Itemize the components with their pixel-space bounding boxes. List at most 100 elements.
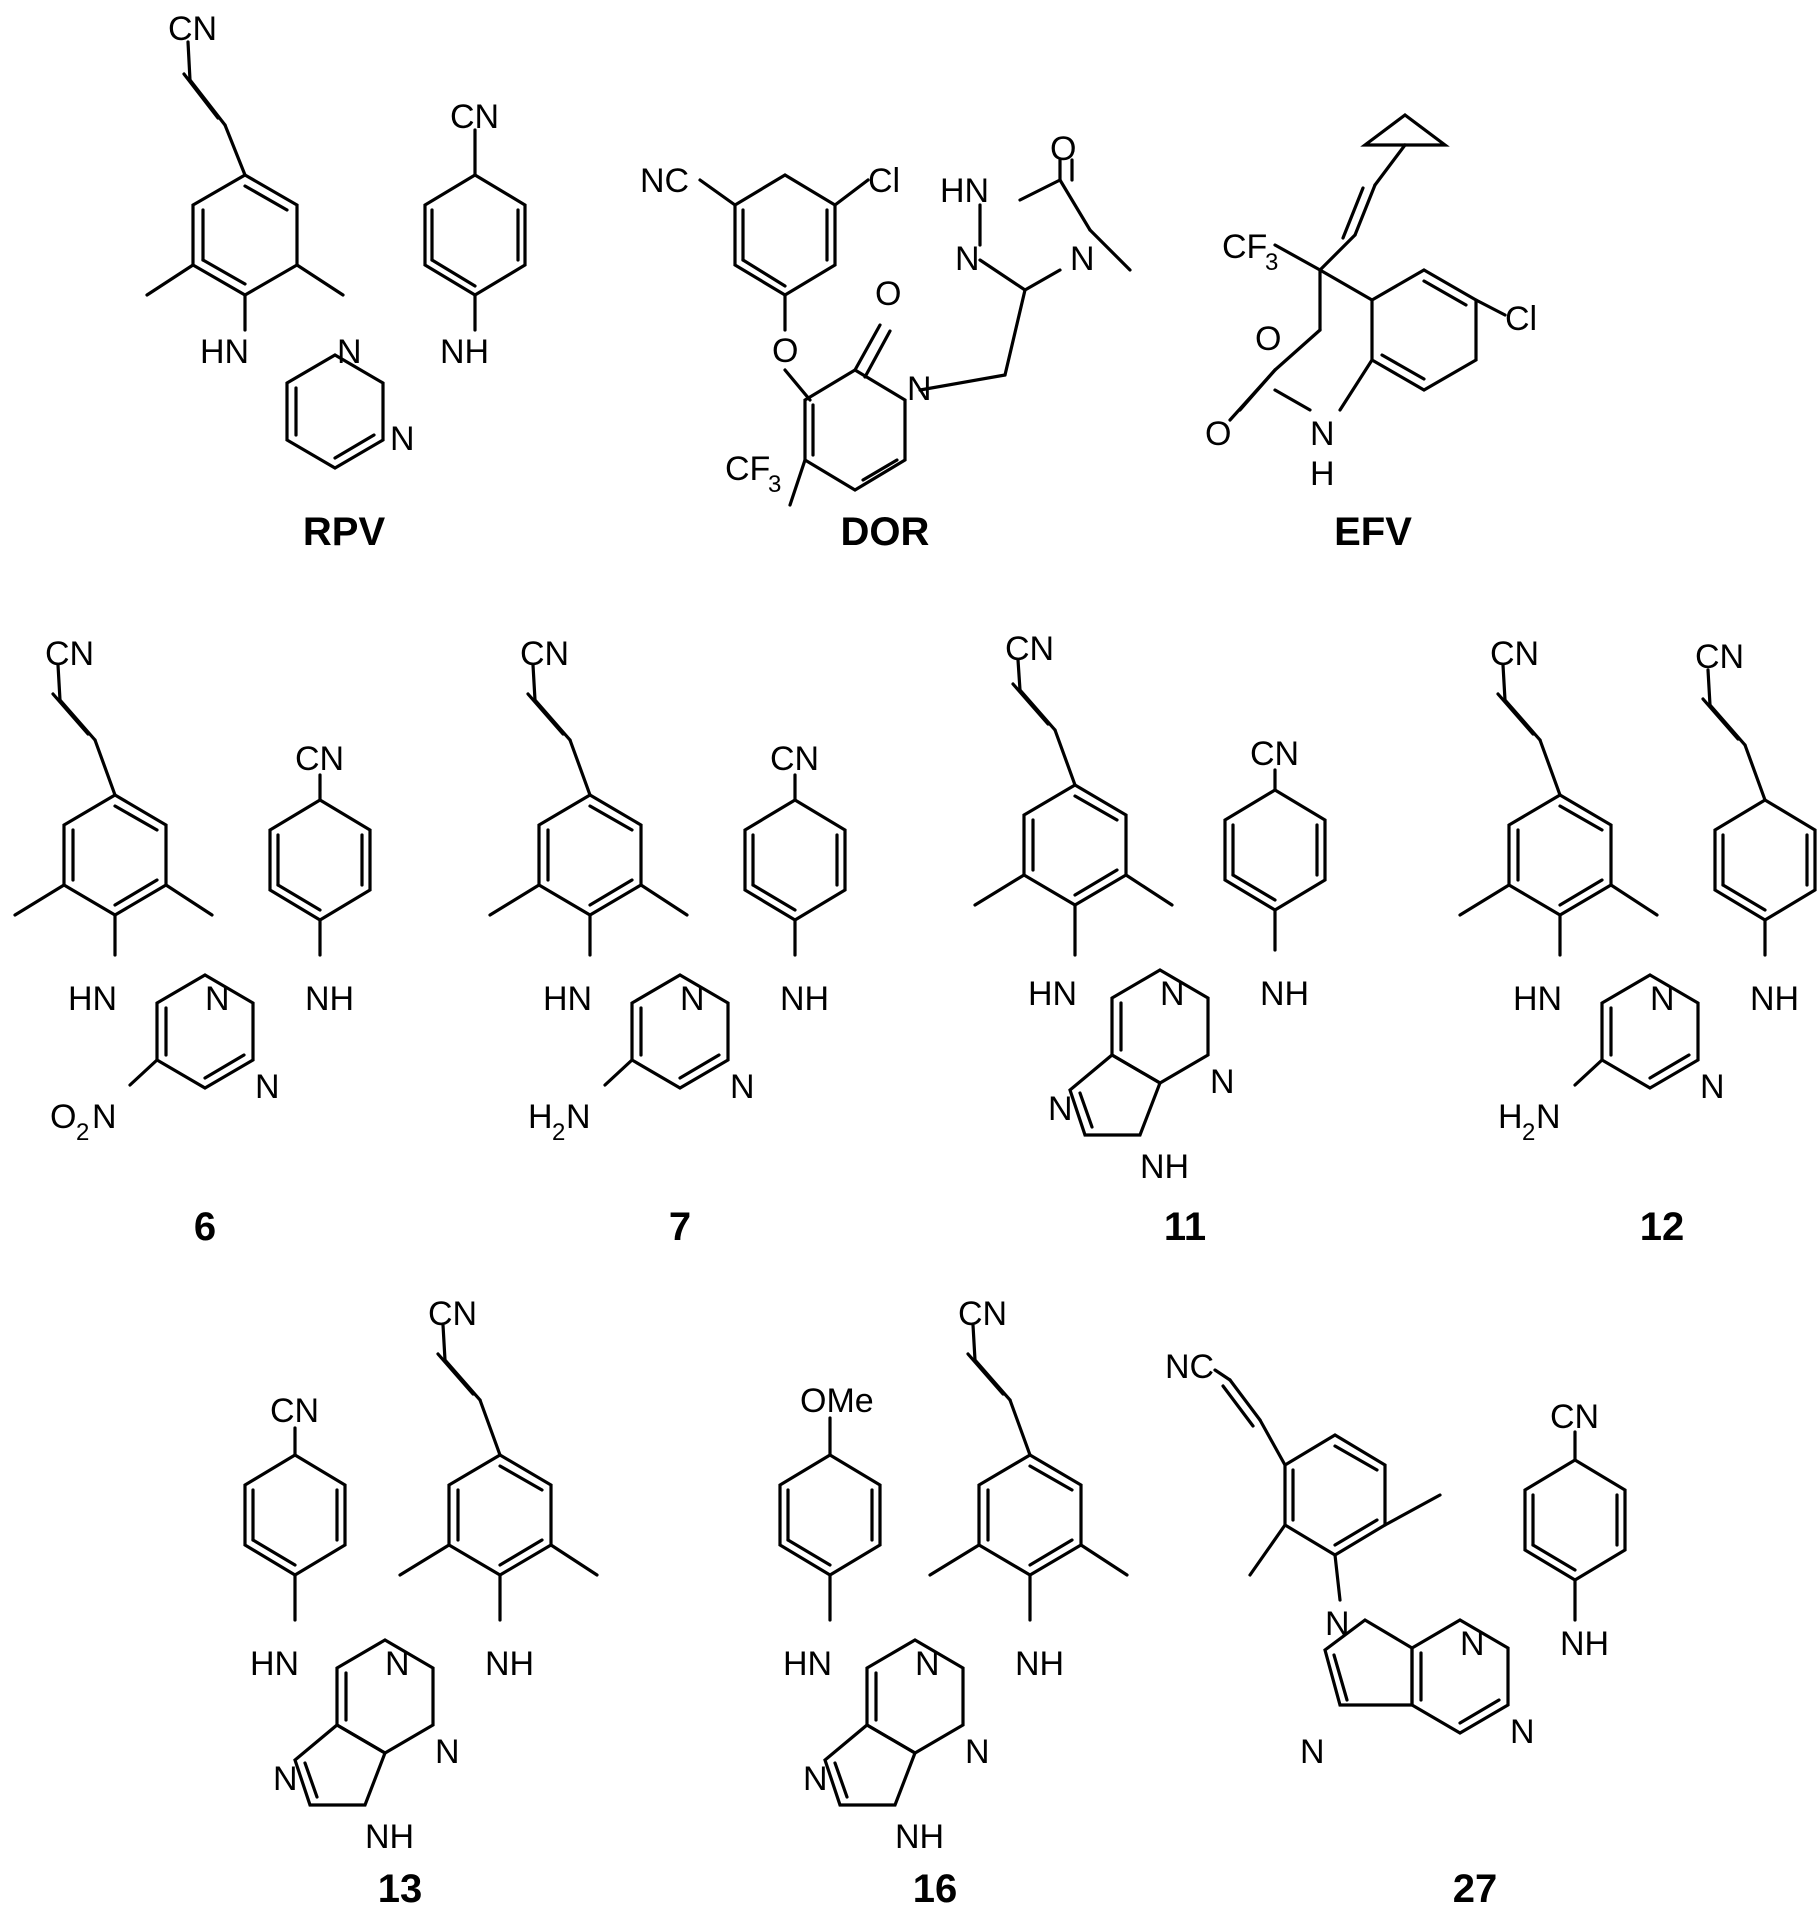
c13-atom-n1: N bbox=[385, 1645, 410, 1683]
c6-atom-cn-top: CN bbox=[45, 635, 94, 673]
c6-atom-nh: NH bbox=[305, 980, 354, 1018]
c27-atom-nh: NH bbox=[1560, 1625, 1609, 1663]
efv-bonds bbox=[1228, 113, 1507, 422]
c27-atom-n2: N bbox=[1510, 1713, 1535, 1751]
c12-atom-cn-left: CN bbox=[1490, 635, 1539, 673]
c16-atom-ome: OMe bbox=[800, 1382, 874, 1420]
c16-atom-nh-imidazole: NH bbox=[895, 1818, 944, 1856]
structure-dor: NC Cl HN O N N O O N CF 3 DOR bbox=[640, 130, 1132, 554]
dor-bonds bbox=[698, 158, 1132, 507]
c6-atom-n-nitro: N bbox=[92, 1098, 117, 1136]
c12-label: 12 bbox=[1640, 1205, 1685, 1249]
c7-atom-h-subscript: 2 bbox=[552, 1119, 565, 1146]
c11-atom-n2: N bbox=[1210, 1063, 1235, 1101]
efv-atom-cl: Cl bbox=[1505, 300, 1537, 338]
c11-bonds bbox=[973, 658, 1327, 1137]
c6-atom-n1: N bbox=[205, 980, 230, 1018]
c27-bonds bbox=[1213, 1368, 1627, 1735]
c16-bonds bbox=[778, 1323, 1129, 1807]
dor-atom-o-carbonyl-top: O bbox=[1050, 130, 1076, 168]
structure-13: CN CN HN N NH N N NH 13 bbox=[243, 1295, 599, 1907]
c13-label: 13 bbox=[378, 1867, 423, 1907]
c13-atom-hn: HN bbox=[250, 1645, 299, 1683]
dor-atom-hn: HN bbox=[940, 172, 989, 210]
dor-atom-n-pyridone: N bbox=[907, 370, 932, 408]
c7-atom-cn-right: CN bbox=[770, 740, 819, 778]
c12-atom-nh: NH bbox=[1750, 980, 1799, 1018]
c11-atom-cn-right: CN bbox=[1250, 735, 1299, 773]
efv-label: EFV bbox=[1334, 510, 1412, 554]
structure-rpv: CN CN HN N NH N RPV bbox=[145, 10, 527, 554]
c12-atom-hn: HN bbox=[1513, 980, 1562, 1018]
dor-label: DOR bbox=[841, 510, 930, 554]
dor-atom-n-triazole-methyl: N bbox=[1070, 240, 1095, 278]
rpv-label: RPV bbox=[303, 510, 386, 554]
c7-label: 7 bbox=[669, 1205, 691, 1249]
c7-atom-n-amine: N bbox=[566, 1098, 591, 1136]
c27-atom-n-imidazole: N bbox=[1300, 1733, 1325, 1771]
dor-atom-o-ether: O bbox=[772, 332, 798, 370]
rpv-atom-cn-right: CN bbox=[450, 98, 499, 136]
dor-atom-n-triazole-left: N bbox=[955, 240, 980, 278]
c13-atom-n-imidazole: N bbox=[273, 1760, 298, 1798]
c11-atom-n-imidazole: N bbox=[1048, 1090, 1073, 1128]
c6-atom-o: O bbox=[50, 1098, 76, 1136]
c11-label: 11 bbox=[1164, 1205, 1206, 1249]
c12-bonds bbox=[1458, 663, 1817, 1090]
c6-atom-hn: HN bbox=[68, 980, 117, 1018]
c13-atom-cn-left: CN bbox=[270, 1392, 319, 1430]
rpv-atom-hn: HN bbox=[200, 333, 249, 371]
efv-atom-cf-subscript: 3 bbox=[1265, 249, 1278, 276]
c13-atom-nh-imidazole: NH bbox=[365, 1818, 414, 1856]
dor-atom-cl: Cl bbox=[868, 162, 900, 200]
c27-atom-cn-right: CN bbox=[1550, 1398, 1599, 1436]
dor-atom-nc: NC bbox=[640, 162, 689, 200]
rpv-atom-n2: N bbox=[390, 420, 415, 458]
c27-atom-n9: N bbox=[1325, 1605, 1350, 1643]
structure-efv: CF 3 Cl O O N H EFV bbox=[1205, 113, 1537, 554]
c13-bonds bbox=[243, 1323, 599, 1807]
c12-atom-n-amine: N bbox=[1536, 1098, 1561, 1136]
c12-atom-cn-right: CN bbox=[1695, 638, 1744, 676]
structure-16: OMe CN HN N NH N N NH 16 bbox=[778, 1295, 1129, 1907]
efv-atom-o-ring: O bbox=[1255, 320, 1281, 358]
efv-atom-cf: CF bbox=[1222, 228, 1267, 266]
efv-atom-n: N bbox=[1310, 415, 1335, 453]
c13-atom-n2: N bbox=[435, 1733, 460, 1771]
structure-12: CN CN HN N NH N H 2 N 12 bbox=[1458, 635, 1817, 1249]
c11-atom-hn: HN bbox=[1028, 975, 1077, 1013]
dor-atom-o-carbonyl: O bbox=[875, 275, 901, 313]
c16-atom-n-imidazole: N bbox=[803, 1760, 828, 1798]
efv-atom-o-carbonyl: O bbox=[1205, 415, 1231, 453]
c7-atom-hn: HN bbox=[543, 980, 592, 1018]
c6-atom-n2: N bbox=[255, 1068, 280, 1106]
c7-atom-h: H bbox=[528, 1098, 553, 1136]
c27-atom-n1: N bbox=[1460, 1625, 1485, 1663]
c7-atom-nh: NH bbox=[780, 980, 829, 1018]
efv-atom-h: H bbox=[1310, 455, 1335, 493]
c11-atom-n1: N bbox=[1160, 975, 1185, 1013]
c11-atom-nh-imidazole: NH bbox=[1140, 1148, 1189, 1186]
rpv-atom-nh: NH bbox=[440, 333, 489, 371]
c11-atom-cn-top: CN bbox=[1005, 630, 1054, 668]
structure-27: NC CN N N NH N N 27 bbox=[1165, 1348, 1627, 1907]
c12-atom-n1: N bbox=[1650, 980, 1675, 1018]
c27-atom-nc: NC bbox=[1165, 1348, 1214, 1386]
c12-atom-n2: N bbox=[1700, 1068, 1725, 1106]
structure-6: CN CN HN N NH N O 2 N 6 bbox=[13, 635, 372, 1249]
structure-7: CN CN HN N NH N H 2 N 7 bbox=[488, 635, 847, 1249]
c12-atom-h: H bbox=[1498, 1098, 1523, 1136]
c7-atom-cn-top: CN bbox=[520, 635, 569, 673]
dor-atom-cf-subscript: 3 bbox=[768, 471, 781, 498]
c27-label: 27 bbox=[1453, 1867, 1498, 1907]
dor-atom-cf: CF bbox=[725, 450, 770, 488]
c6-bonds bbox=[13, 663, 372, 1090]
c16-atom-n1: N bbox=[915, 1645, 940, 1683]
c16-label: 16 bbox=[913, 1867, 958, 1907]
c6-atom-o-subscript: 2 bbox=[76, 1119, 89, 1146]
c16-atom-hn: HN bbox=[783, 1645, 832, 1683]
c16-atom-cn-top: CN bbox=[958, 1295, 1007, 1333]
c6-atom-cn-right: CN bbox=[295, 740, 344, 778]
c12-atom-h-subscript: 2 bbox=[1522, 1119, 1535, 1146]
